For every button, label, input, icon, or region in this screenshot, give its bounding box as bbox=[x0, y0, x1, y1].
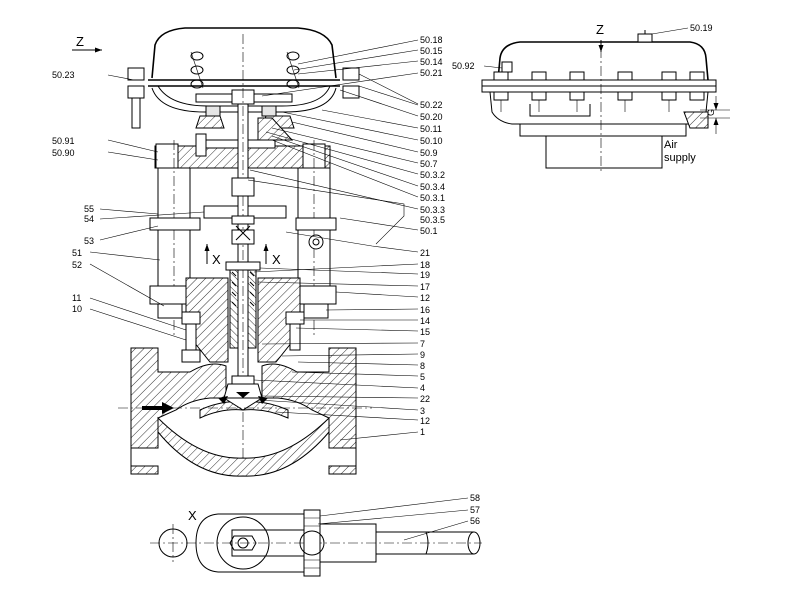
labels-main-right: 50.18 50.15 50.14 50.21 50.22 50.20 50.1… bbox=[420, 35, 445, 437]
label-18: 18 bbox=[420, 260, 430, 270]
label-8: 8 bbox=[420, 361, 425, 371]
section-view-x: X 58 57 56 bbox=[150, 493, 482, 577]
label-50-9: 50.9 bbox=[420, 148, 438, 158]
actuator-springs bbox=[190, 51, 300, 89]
label-50-91: 50.91 bbox=[52, 136, 75, 146]
label-50-18: 50.18 bbox=[420, 35, 443, 45]
label-12-lower: 12 bbox=[420, 416, 430, 426]
label-53: 53 bbox=[84, 236, 94, 246]
label-50-3-3: 50.3.3 bbox=[420, 205, 445, 215]
label-50-10: 50.10 bbox=[420, 136, 443, 146]
label-3: 3 bbox=[420, 406, 425, 416]
label-57: 57 bbox=[470, 505, 480, 515]
z-mark-main: Z bbox=[76, 34, 84, 49]
x-mark-right: X bbox=[272, 252, 281, 267]
flange-bolt-left bbox=[127, 67, 145, 129]
label-15: 15 bbox=[420, 327, 430, 337]
label-56: 56 bbox=[470, 516, 480, 526]
section-x-arrows: X X bbox=[204, 244, 281, 267]
label-11: 11 bbox=[72, 293, 81, 303]
label-50-3-1: 50.3.1 bbox=[420, 193, 445, 203]
label-50-92: 50.92 bbox=[452, 61, 475, 71]
z-mark-top: Z bbox=[596, 22, 604, 37]
label-50-14: 50.14 bbox=[420, 57, 443, 67]
labels-main-left: 50.23 50.91 50.90 55 54 53 51 52 11 10 bbox=[52, 70, 94, 314]
label-16: 16 bbox=[420, 305, 430, 315]
label-9: 9 bbox=[420, 350, 425, 360]
bonnet-packing bbox=[149, 261, 337, 363]
label-10: 10 bbox=[72, 304, 82, 314]
label-51: 51 bbox=[72, 248, 82, 258]
main-section-view: Z bbox=[72, 27, 419, 477]
air-supply-label-line2: supply bbox=[664, 152, 696, 164]
label-22: 22 bbox=[420, 394, 430, 404]
label-54: 54 bbox=[84, 214, 94, 224]
flow-direction-arrow bbox=[142, 402, 174, 414]
top-view-z: Z bbox=[452, 22, 730, 172]
label-19: 19 bbox=[420, 270, 430, 280]
label-50-19: 50.19 bbox=[690, 23, 713, 33]
x-mark-section: X bbox=[188, 508, 197, 523]
label-50-90: 50.90 bbox=[52, 148, 75, 158]
label-52: 52 bbox=[72, 260, 82, 270]
label-50-3-2: 50.3.2 bbox=[420, 170, 445, 180]
label-50-15: 50.15 bbox=[420, 46, 443, 56]
x-mark-left: X bbox=[212, 252, 221, 267]
label-50-3-5: 50.3.5 bbox=[420, 215, 445, 225]
label-14: 14 bbox=[420, 316, 430, 326]
diaphragm-actuator bbox=[127, 27, 360, 141]
label-5: 5 bbox=[420, 372, 425, 382]
label-50-20: 50.20 bbox=[420, 112, 443, 122]
label-58: 58 bbox=[470, 493, 480, 503]
air-supply-label-line1: Air bbox=[664, 139, 678, 151]
valve-body bbox=[118, 347, 372, 477]
label-50-11: 50.11 bbox=[420, 124, 442, 134]
label-55: 55 bbox=[84, 204, 94, 214]
label-1: 1 bbox=[420, 427, 425, 437]
label-12-upper: 12 bbox=[420, 293, 430, 303]
label-50-21: 50.21 bbox=[420, 68, 443, 78]
label-4: 4 bbox=[420, 383, 425, 393]
label-50-1: 50.1 bbox=[420, 226, 438, 236]
label-50-23: 50.23 bbox=[52, 70, 75, 80]
g-dimension-mark: G bbox=[706, 109, 716, 116]
label-50-3-4: 50.3.4 bbox=[420, 182, 445, 192]
label-50-7: 50.7 bbox=[420, 159, 438, 169]
label-7: 7 bbox=[420, 339, 425, 349]
leaders-right bbox=[247, 39, 419, 441]
z-view-arrow: Z bbox=[72, 34, 102, 53]
label-21: 21 bbox=[420, 248, 430, 258]
leaders-left bbox=[89, 74, 205, 341]
label-50-22: 50.22 bbox=[420, 100, 443, 110]
label-17: 17 bbox=[420, 282, 430, 292]
